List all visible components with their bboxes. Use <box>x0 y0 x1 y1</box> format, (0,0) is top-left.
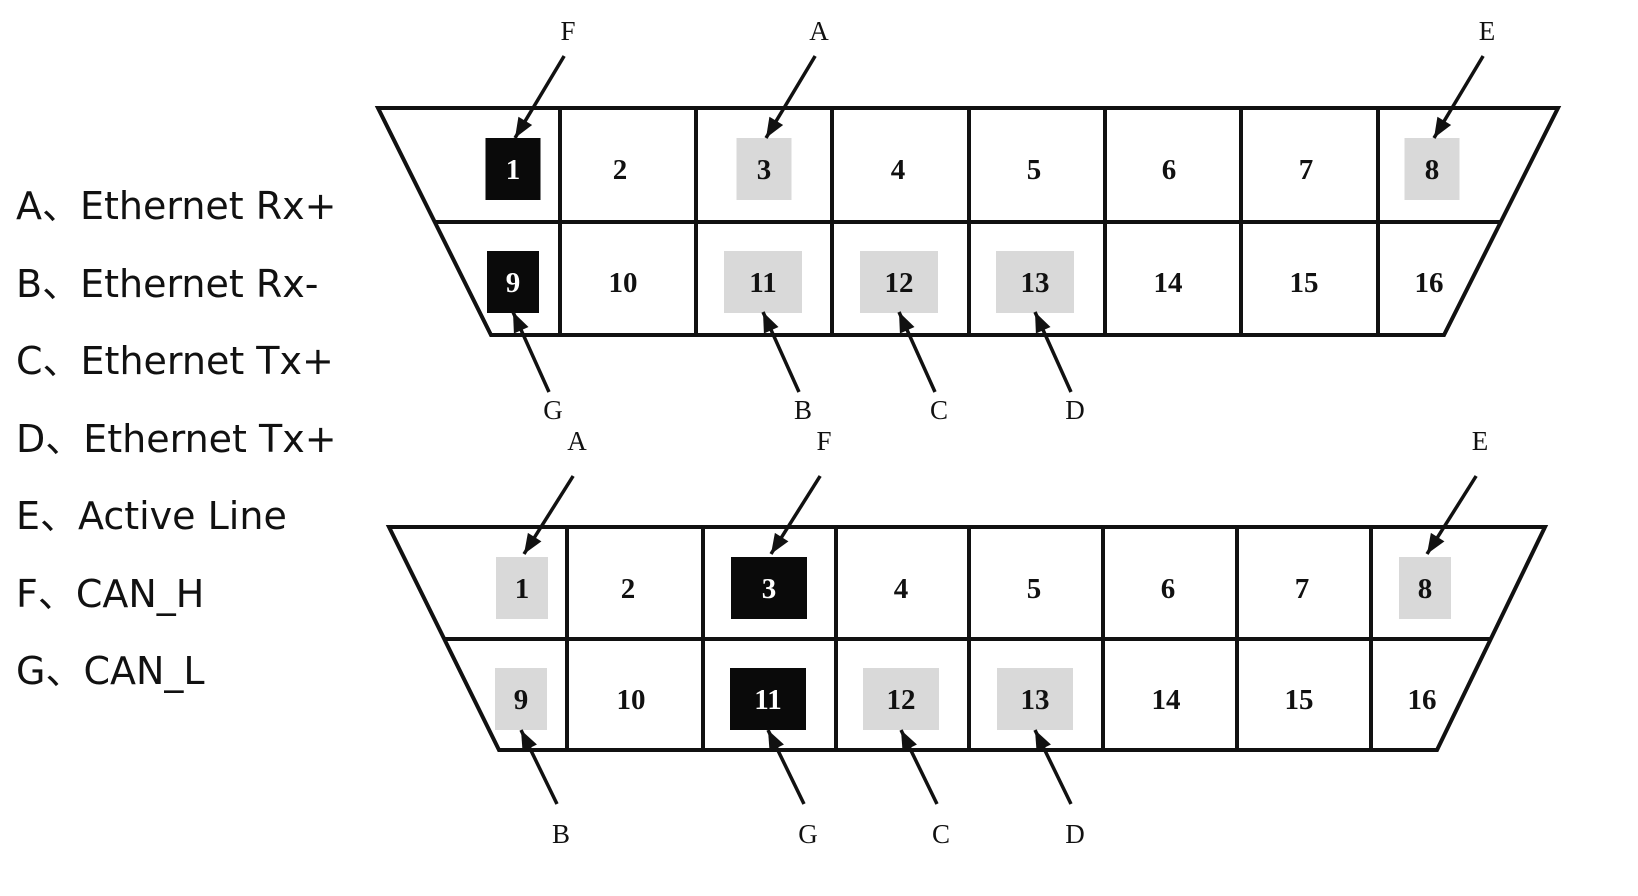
callout-label-A: A <box>809 16 829 46</box>
callout-arrowhead-G <box>513 312 529 334</box>
callout-arrowhead-C <box>901 730 917 752</box>
callout-label-A: A <box>567 426 587 456</box>
pin-3-label: 3 <box>762 573 777 605</box>
callout-arrowhead-E <box>1427 532 1445 554</box>
callout-arrowhead-A <box>524 532 542 554</box>
pin-11-highlight <box>724 251 802 313</box>
pin-9-highlight <box>495 668 547 730</box>
pin-6-label: 6 <box>1162 154 1177 186</box>
pin-3-highlight <box>736 138 792 200</box>
pin-6-label: 6 <box>1161 573 1176 605</box>
pin-3-highlight <box>731 557 807 619</box>
pin-1-highlight <box>485 138 541 200</box>
pin-13-highlight <box>997 668 1073 730</box>
pin-11-label: 11 <box>754 684 781 716</box>
callout-label-B: B <box>794 395 812 425</box>
pin-1-label: 1 <box>515 573 530 605</box>
legend-item-d: D、Ethernet Tx+ <box>16 416 337 461</box>
callout-arrowhead-D <box>1035 312 1051 334</box>
callout-arrowhead-A <box>766 116 784 138</box>
pin-3-label: 3 <box>757 154 772 186</box>
pin-13-label: 13 <box>1021 267 1050 299</box>
pin-15-label: 15 <box>1290 267 1319 299</box>
pin-4-label: 4 <box>894 573 909 605</box>
legend-item-b: B、Ethernet Rx- <box>16 261 319 306</box>
callout-label-C: C <box>930 395 948 425</box>
pin-8-highlight <box>1399 557 1451 619</box>
pin-10-label: 10 <box>609 267 638 299</box>
pin-8-label: 8 <box>1418 573 1433 605</box>
pin-9-label: 9 <box>506 267 521 299</box>
callout-label-C: C <box>932 819 950 849</box>
pin-5-label: 5 <box>1027 573 1042 605</box>
legend-item-g: G、CAN_L <box>16 649 205 693</box>
callout-label-F: F <box>816 426 831 456</box>
pin-16-label: 16 <box>1408 684 1437 716</box>
callout-label-E: E <box>1479 16 1496 46</box>
callout-arrowhead-B <box>521 730 537 752</box>
callout-label-G: G <box>543 395 563 425</box>
callout-arrowhead-B <box>763 312 779 334</box>
pin-15-label: 15 <box>1285 684 1314 716</box>
callout-label-F: F <box>560 16 575 46</box>
pin-13-highlight <box>996 251 1074 313</box>
callout-label-E: E <box>1472 426 1489 456</box>
legend: A、Ethernet Rx+ B、Ethernet Rx- C、Ethernet… <box>16 178 337 721</box>
callout-label-G: G <box>798 819 818 849</box>
pin-7-label: 7 <box>1295 573 1310 605</box>
callout-arrowhead-E <box>1434 116 1452 138</box>
callout-arrowhead-F <box>515 116 533 138</box>
pin-1-highlight <box>496 557 548 619</box>
callout-label-B: B <box>552 819 570 849</box>
legend-item-e: E、Active Line <box>16 494 287 538</box>
callout-label-D: D <box>1065 819 1085 849</box>
callout-arrowhead-C <box>899 312 915 334</box>
pin-14-label: 14 <box>1154 267 1183 299</box>
legend-item-a: A、Ethernet Rx+ <box>16 184 337 228</box>
connector-outline <box>374 106 1562 337</box>
pin-4-label: 4 <box>891 154 906 186</box>
pin-12-label: 12 <box>887 684 916 716</box>
pin-8-label: 8 <box>1425 154 1440 186</box>
pin-12-highlight <box>863 668 939 730</box>
callout-arrowhead-D <box>1035 730 1051 752</box>
connector-outline <box>385 525 1549 752</box>
pin-11-label: 11 <box>749 267 776 299</box>
callout-arrowhead-G <box>768 730 784 752</box>
pin-10-label: 10 <box>617 684 646 716</box>
pin-2-label: 2 <box>621 573 636 605</box>
pin-16-label: 16 <box>1415 267 1444 299</box>
pin-1-label: 1 <box>506 154 521 186</box>
pin-7-label: 7 <box>1299 154 1314 186</box>
callout-arrowhead-F <box>771 532 789 554</box>
pin-9-label: 9 <box>514 684 529 716</box>
pin-9-highlight <box>487 251 539 313</box>
pin-5-label: 5 <box>1027 154 1042 186</box>
pin-12-highlight <box>860 251 938 313</box>
pin-8-highlight <box>1404 138 1460 200</box>
pin-12-label: 12 <box>885 267 914 299</box>
callout-label-D: D <box>1065 395 1085 425</box>
pin-2-label: 2 <box>613 154 628 186</box>
pin-11-highlight <box>730 668 806 730</box>
legend-item-c: C、Ethernet Tx+ <box>16 339 334 383</box>
pin-13-label: 13 <box>1021 684 1050 716</box>
legend-item-f: F、CAN_H <box>16 571 205 616</box>
pin-14-label: 14 <box>1152 684 1181 716</box>
